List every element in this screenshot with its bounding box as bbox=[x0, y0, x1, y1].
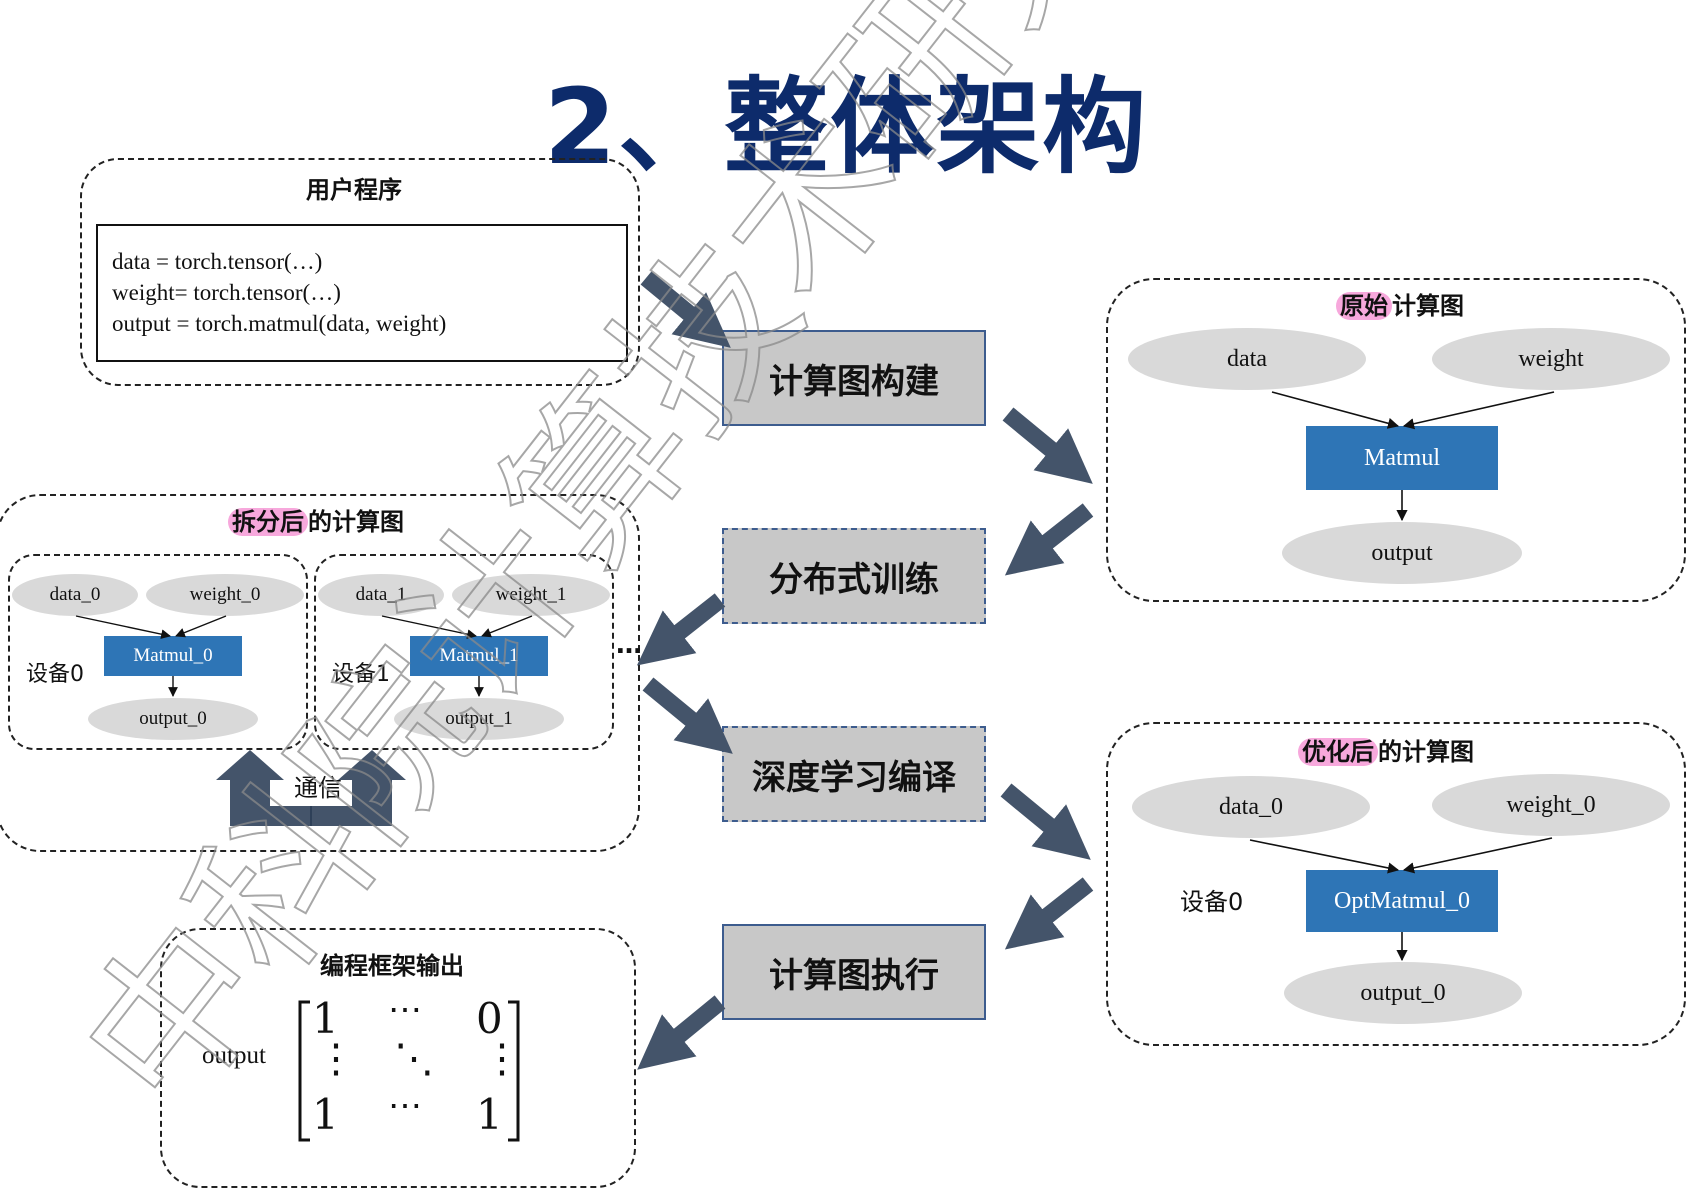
node-data-0: data_0 bbox=[12, 574, 138, 616]
optimized-graph-panel bbox=[1106, 722, 1686, 1046]
step-dl-compile: 深度学习编译 bbox=[722, 726, 986, 822]
matrix-cell: ⋯ bbox=[388, 990, 422, 1030]
flow-arrow bbox=[1002, 407, 1093, 484]
node-output-0-opt: output_0 bbox=[1284, 962, 1522, 1024]
original-graph-title: 原始计算图 bbox=[1336, 286, 1464, 321]
node-weight-1: weight_1 bbox=[452, 574, 610, 616]
edge-line bbox=[75, 615, 171, 639]
watermark-text: 中科院计算技术研究所 bbox=[44, 0, 1261, 1145]
code-block: data = torch.tensor(…) weight= torch.ten… bbox=[96, 224, 628, 362]
node-data-0-opt: data_0 bbox=[1132, 776, 1370, 838]
page-title: 2、整体架构 bbox=[543, 66, 1149, 188]
split-graph-panel bbox=[0, 494, 640, 852]
matrix-brackets bbox=[298, 1000, 520, 1142]
op-matmul: Matmul bbox=[1306, 426, 1498, 490]
device1-label: 设备1 bbox=[332, 662, 390, 687]
matrix-cell: ⋱ bbox=[394, 1036, 434, 1082]
flow-arrow bbox=[636, 593, 726, 666]
device1-panel bbox=[314, 554, 614, 750]
matrix-cell: 0 bbox=[476, 994, 503, 1043]
op-optmatmul-0: OptMatmul_0 bbox=[1306, 870, 1498, 932]
split-graph-title: 拆分后的计算图 bbox=[228, 502, 404, 537]
step-graph-build: 计算图构建 bbox=[722, 330, 986, 426]
matrix-cell: ⋮ bbox=[482, 1036, 522, 1082]
edge-line bbox=[1249, 839, 1400, 874]
edge-line bbox=[1402, 837, 1553, 874]
edge-line bbox=[481, 615, 533, 638]
communication-label: 通信 bbox=[294, 774, 342, 802]
optimized-graph-title: 优化后的计算图 bbox=[1298, 732, 1474, 767]
device0-panel bbox=[8, 554, 308, 750]
node-data-1: data_1 bbox=[318, 574, 444, 616]
original-graph-panel bbox=[1106, 278, 1686, 602]
node-output-0: output_0 bbox=[88, 698, 258, 740]
node-weight-0-opt: weight_0 bbox=[1432, 774, 1670, 836]
title-rest: 的计算图 bbox=[1378, 738, 1474, 766]
edge-line bbox=[175, 615, 227, 638]
op-matmul-0: Matmul_0 bbox=[104, 636, 242, 676]
code-line: weight= torch.tensor(…) bbox=[112, 280, 341, 305]
step-distributed-training: 分布式训练 bbox=[722, 528, 986, 624]
flow-arrow bbox=[1000, 783, 1091, 860]
optimized-device-label: 设备0 bbox=[1180, 888, 1244, 916]
matrix-cell: 1 bbox=[312, 994, 339, 1043]
user-program-panel bbox=[80, 158, 640, 386]
node-weight-0: weight_0 bbox=[146, 574, 304, 616]
title-highlight: 优化后 bbox=[1298, 738, 1378, 766]
flow-arrow bbox=[642, 677, 733, 754]
device0-label: 设备0 bbox=[26, 662, 84, 687]
framework-output-title: 编程框架输出 bbox=[320, 952, 464, 980]
edge-line bbox=[1271, 391, 1400, 429]
flow-arrow bbox=[640, 271, 731, 348]
node-output-1: output_1 bbox=[394, 698, 564, 740]
node-data: data bbox=[1128, 328, 1366, 390]
flow-arrow bbox=[637, 995, 726, 1070]
code-line: output = torch.matmul(data, weight) bbox=[112, 311, 447, 336]
matrix-cell: 1 bbox=[312, 1090, 339, 1139]
output-label: output bbox=[202, 1042, 266, 1069]
edge-line bbox=[1402, 391, 1555, 430]
user-program-title: 用户程序 bbox=[306, 176, 402, 204]
title-highlight: 原始 bbox=[1336, 292, 1392, 320]
title-highlight: 拆分后 bbox=[228, 508, 308, 536]
op-matmul-1: Matmul_1 bbox=[410, 636, 548, 676]
title-rest: 计算图 bbox=[1392, 292, 1464, 320]
output-matrix: 1 ⋯ 0 ⋮ ⋱ ⋮ 1 ⋯ 1 bbox=[296, 990, 522, 1146]
matrix-cell: ⋯ bbox=[388, 1086, 422, 1126]
edge-line bbox=[381, 615, 477, 639]
matrix-cell: 1 bbox=[476, 1090, 503, 1139]
matrix-cell: ⋮ bbox=[316, 1036, 356, 1082]
step-graph-execute: 计算图执行 bbox=[722, 924, 986, 1020]
flow-arrow bbox=[1004, 503, 1094, 576]
title-rest: 的计算图 bbox=[308, 508, 404, 536]
code-line: data = torch.tensor(…) bbox=[112, 249, 323, 274]
flow-arrow bbox=[1004, 877, 1094, 950]
node-output: output bbox=[1282, 522, 1522, 584]
communication-arrow bbox=[216, 750, 406, 826]
node-weight: weight bbox=[1432, 328, 1670, 390]
